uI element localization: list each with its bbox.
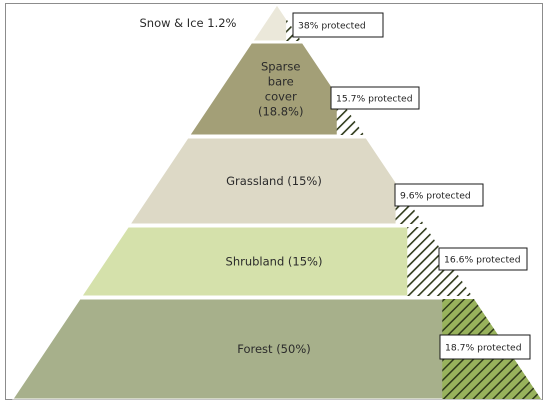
callout-grassland-text: 9.6% protected — [400, 191, 471, 202]
callout-shrubland-box — [438, 247, 528, 271]
layer-grassland: Grassland (15%) — [129, 137, 425, 225]
callout-grassland-box — [394, 183, 484, 207]
layer-shrubland-label: Shrubland (15%) — [226, 255, 323, 269]
layer-snow-label: Snow & Ice 1.2% — [140, 16, 237, 30]
layer-snow: Snow & Ice 1.2% — [140, 4, 303, 42]
callout-snow: 38% protected — [292, 12, 384, 38]
layer-forest-label: Forest (50%) — [237, 342, 310, 356]
protected-callouts: 38% protected 15.7% protected 9.6% protect… — [292, 12, 531, 360]
callout-shrubland: 16.6% protected — [438, 247, 528, 271]
layer-grassland-protected-hatch — [395, 181, 424, 224]
callout-sparse: 15.7% protected — [330, 86, 420, 110]
callout-forest: 18.7% protected — [439, 334, 531, 360]
callout-sparse-box — [330, 86, 420, 110]
callout-sparse-text: 15.7% protected — [336, 94, 413, 105]
callout-forest-box — [439, 334, 531, 360]
callout-grassland: 9.6% protected — [394, 183, 484, 207]
layer-shrubland: Shrubland (15%) — [81, 226, 473, 297]
callout-snow-text: 38% protected — [298, 21, 366, 32]
layer-grassland-label: Grassland (15%) — [226, 174, 322, 188]
callout-forest-text: 18.7% protected — [445, 343, 522, 354]
callout-shrubland-text: 16.6% protected — [444, 255, 521, 266]
callout-snow-box — [292, 12, 384, 38]
